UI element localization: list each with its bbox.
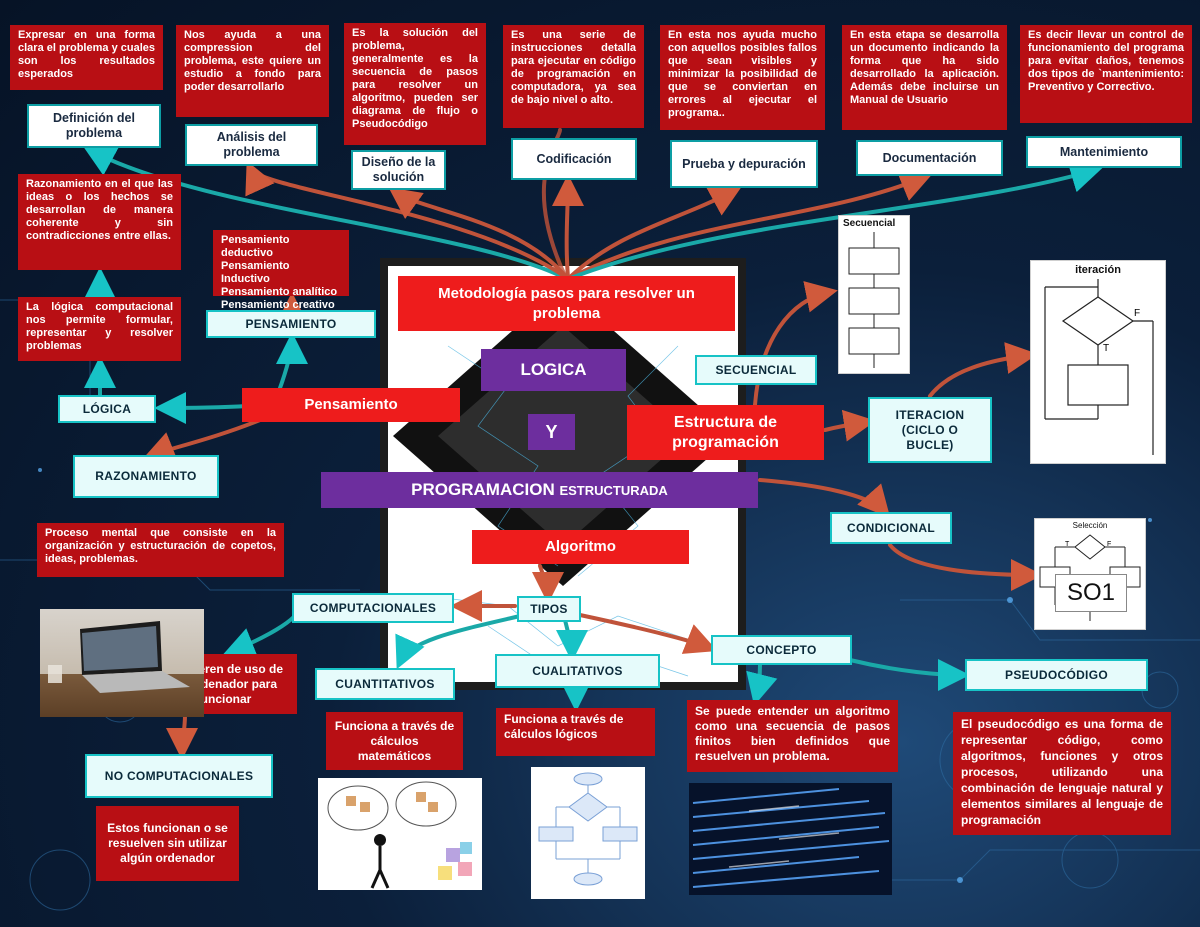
iteracion-false-label: F	[1134, 308, 1141, 319]
code-image	[689, 783, 892, 895]
programacion-title: PROGRAMACION ESTRUCTURADA	[321, 472, 758, 508]
logica-title: LOGICA	[481, 349, 626, 391]
concepto-description: Se puede entender un algoritmo como una …	[687, 700, 898, 772]
y-title: Y	[528, 414, 575, 450]
flowchart-image	[531, 767, 645, 899]
estructurada-word: ESTRUCTURADA	[559, 482, 668, 498]
algoritmo-title: Algoritmo	[472, 530, 689, 564]
code-icon	[692, 788, 890, 888]
step-4-description: Es una serie de instrucciones detalla pa…	[503, 25, 644, 128]
laptop-icon	[48, 621, 190, 693]
iteracion-diagram-title: iteración	[1075, 264, 1121, 276]
razonamiento-node: RAZONAMIENTO	[73, 455, 219, 498]
condicional-node: CONDICIONAL	[830, 512, 952, 544]
flowchart-icon	[538, 772, 638, 886]
secuencial-node: SECUENCIAL	[695, 355, 817, 385]
secuencial-flow	[848, 232, 900, 368]
cuantitativos-description: Funciona a través de cálculos matemático…	[326, 712, 463, 770]
razonamiento-description: Razonamiento en el que las ideas o los h…	[18, 174, 181, 270]
programacion-word: PROGRAMACION	[411, 480, 555, 499]
seleccion-false-label: F	[1107, 541, 1112, 548]
iteracion-diagram: iteración F T	[1030, 260, 1166, 464]
step-7-label: Mantenimiento	[1026, 136, 1182, 168]
concepto-node: CONCEPTO	[711, 635, 852, 665]
step-2-label: Análisis del problema	[185, 124, 318, 166]
so1-label: SO1	[1055, 574, 1127, 612]
step-6-description: En esta etapa se desarrolla un documento…	[842, 25, 1007, 130]
iteracion-flow	[1044, 279, 1154, 455]
metodologia-title: Metodología pasos para resolver un probl…	[398, 276, 735, 331]
iteracion-true-label: T	[1103, 343, 1110, 354]
pensamiento-main: Pensamiento	[242, 388, 460, 422]
laptop-photo	[40, 609, 204, 717]
secuencial-diagram-title: Secuencial	[843, 218, 896, 229]
seleccion-diagram-title: Selección	[1072, 521, 1108, 530]
step-7-description: Es decir llevar un control de funcionami…	[1020, 25, 1192, 123]
cualitativos-description: Funciona a través de cálculos lógicos	[496, 708, 655, 756]
seleccion-diagram: Selección T F SO1	[1034, 518, 1146, 630]
step-5-description: En esta nos ayuda mucho con aquellos pos…	[660, 25, 825, 130]
tipos-node: TIPOS	[517, 596, 581, 622]
no-computacionales-description: Estos funcionan o se resuelven sin utili…	[96, 806, 239, 881]
cuantitativos-node: CUANTITATIVOS	[315, 668, 455, 700]
logica-description: La lógica computacional nos permite form…	[18, 297, 181, 361]
pseudocodigo-description: El pseudocódigo es una forma de represen…	[953, 712, 1171, 835]
step-6-label: Documentación	[856, 140, 1003, 176]
pensamiento-node: PENSAMIENTO	[206, 310, 376, 338]
secuencial-diagram: Secuencial	[838, 215, 910, 374]
thinking-person-icon	[327, 781, 472, 889]
iteracion-node: ITERACION (CICLO O BUCLE)	[868, 397, 992, 463]
pseudocodigo-node: PSEUDOCÓDIGO	[965, 659, 1148, 691]
no-computacionales-node: NO COMPUTACIONALES	[85, 754, 273, 798]
pensamiento-types: Pensamiento deductivo Pensamiento Induct…	[213, 230, 349, 311]
step-2-description: Nos ayuda a una compression del problema…	[176, 25, 329, 117]
thinking-person-illustration	[318, 778, 482, 890]
step-3-description: Es la solución del problema, generalment…	[344, 23, 486, 145]
step-1-description: Expresar en una forma clara el problema …	[10, 25, 163, 90]
seleccion-true-label: T	[1065, 541, 1070, 548]
step-4-label: Codificación	[511, 138, 637, 180]
cualitativos-node: CUALITATIVOS	[495, 654, 660, 688]
proceso-mental-description: Proceso mental que consiste en la organi…	[37, 523, 284, 577]
logica-node: LÓGICA	[58, 395, 156, 423]
estructura-title: Estructura de programación	[627, 405, 824, 460]
step-3-label: Diseño de la solución	[351, 150, 446, 190]
computacionales-node: COMPUTACIONALES	[292, 593, 454, 623]
step-1-label: Definición del problema	[27, 104, 161, 148]
step-5-label: Prueba y depuración	[670, 140, 818, 188]
